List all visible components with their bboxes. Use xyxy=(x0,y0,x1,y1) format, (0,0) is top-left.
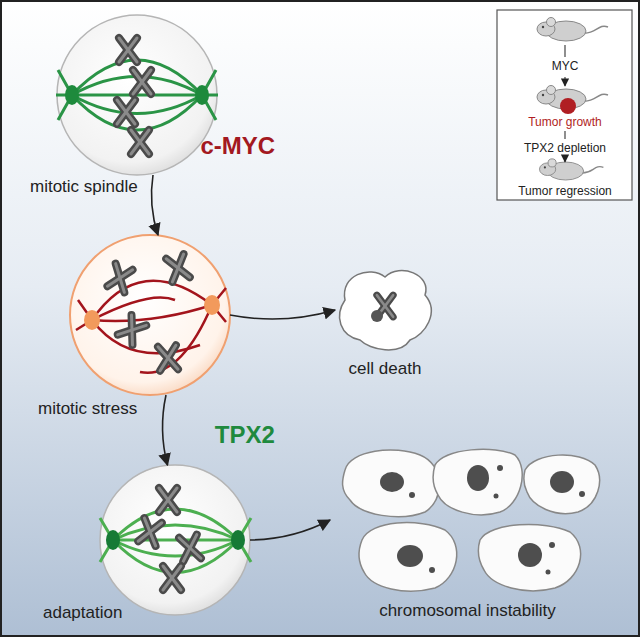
spindle-cell: mitotic spindle xyxy=(57,15,217,175)
shape-ellipse xyxy=(65,85,79,105)
adaptation-cell xyxy=(100,465,251,615)
shape-use xyxy=(166,254,190,282)
mitotic-spindle-cell xyxy=(56,15,218,175)
aneuploid-cells xyxy=(343,449,600,591)
inset-label: Tumor regression xyxy=(500,184,630,198)
shape-use xyxy=(107,264,132,293)
shape-use xyxy=(117,100,135,124)
stress-cell: mitotic stress xyxy=(70,235,230,395)
nuclei xyxy=(380,465,585,575)
shape-ellipse xyxy=(397,545,423,567)
shape-path xyxy=(564,131,565,139)
shape-ellipse xyxy=(518,543,542,567)
shape-circle xyxy=(579,491,585,497)
shape-use xyxy=(138,518,162,546)
shape-path xyxy=(564,45,565,57)
shape-g xyxy=(100,509,251,573)
shape-path xyxy=(92,305,212,321)
shape-ellipse xyxy=(231,530,245,550)
shape-use xyxy=(118,315,147,345)
node-label: mitotic stress xyxy=(38,399,137,419)
inset-label: MYC xyxy=(500,59,630,73)
shape-use xyxy=(119,38,137,62)
node-label: cell death xyxy=(349,359,422,379)
shape-ellipse xyxy=(204,295,220,315)
shape-path xyxy=(564,157,565,162)
death-cell: cell death xyxy=(335,265,435,355)
shape-circle xyxy=(371,310,383,322)
shape-path xyxy=(343,450,440,517)
shape-ellipse xyxy=(550,471,574,493)
shape-use xyxy=(179,535,201,562)
shape-path xyxy=(524,455,600,514)
shape-path xyxy=(72,95,202,130)
shape-circle xyxy=(497,465,503,471)
shape-ellipse xyxy=(84,310,100,330)
shape-g xyxy=(76,281,226,373)
shape-path xyxy=(113,540,238,556)
edge-label: TPX2 xyxy=(215,422,275,448)
shape-circle xyxy=(100,465,250,615)
arrow-connector xyxy=(163,395,168,465)
shape-circle xyxy=(70,235,230,395)
adaptation-cell: adaptation xyxy=(100,465,250,615)
shape-circle xyxy=(429,567,435,573)
arrow-connector xyxy=(151,175,158,235)
arrow-connector xyxy=(230,310,335,319)
shape-use xyxy=(163,566,181,590)
dying-cell xyxy=(340,270,432,349)
shape-circle xyxy=(549,542,555,548)
node-label: adaptation xyxy=(43,603,122,623)
shape-ellipse xyxy=(467,465,489,491)
shape-circle xyxy=(409,492,415,498)
arrow-connector xyxy=(250,520,330,540)
node-label: mitotic spindle xyxy=(30,177,138,197)
shape-ellipse xyxy=(380,472,404,492)
node-label: chromosomal instability xyxy=(379,601,556,621)
mitotic-stress-cell xyxy=(70,235,230,395)
shape-circle xyxy=(560,98,576,114)
shape-path xyxy=(433,449,522,515)
cell-group: chromosomal instability xyxy=(330,445,605,595)
shape-use xyxy=(133,70,151,94)
shape-path xyxy=(359,523,457,592)
shape-rect xyxy=(497,10,632,200)
shape-circle xyxy=(494,494,499,499)
shape-use xyxy=(158,345,178,370)
inset-label: Tumor growth xyxy=(500,115,630,129)
inset-label: TPX2 depletion xyxy=(500,141,630,155)
mouse-inset xyxy=(497,10,632,200)
shape-ellipse xyxy=(195,85,209,105)
shape-circle xyxy=(57,15,217,175)
shape-use xyxy=(159,488,177,512)
shape-path xyxy=(564,77,565,86)
shape-path xyxy=(478,524,580,590)
edge-label: c-MYC xyxy=(201,133,276,159)
shape-path xyxy=(140,305,212,373)
shape-use xyxy=(540,159,604,180)
shape-ellipse xyxy=(106,530,120,550)
shape-circle xyxy=(546,570,551,575)
shape-g xyxy=(56,60,218,130)
shape-use xyxy=(537,18,608,42)
shape-path xyxy=(340,270,432,349)
shape-use xyxy=(131,130,149,154)
